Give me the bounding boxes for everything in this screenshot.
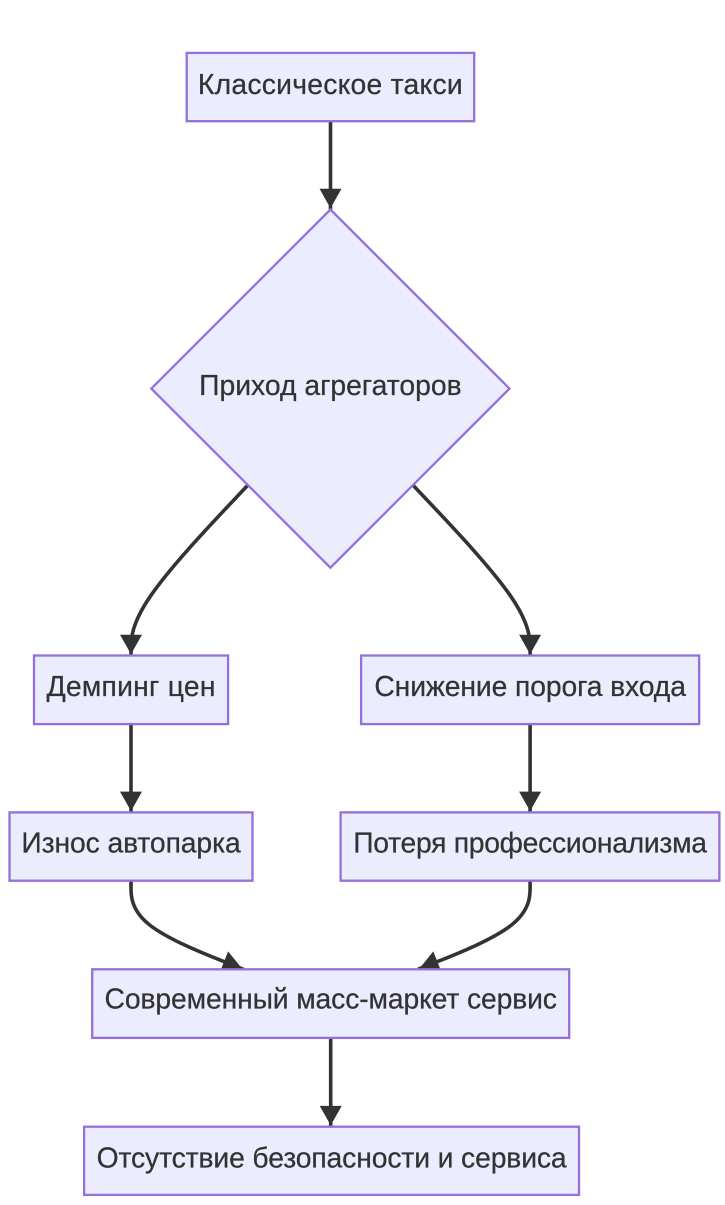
svg-text:Износ автопарка: Износ автопарка [21, 827, 241, 859]
svg-text:Потеря профессионализма: Потеря профессионализма [353, 827, 707, 859]
svg-text:Отсутствие безопасности и серв: Отсутствие безопасности и сервиса [97, 1142, 567, 1174]
svg-text:Современный масс-маркет сервис: Современный масс-маркет сервис [105, 983, 557, 1015]
svg-text:Классическое такси: Классическое такси [198, 68, 463, 100]
svg-text:Приход агрегаторов: Приход агрегаторов [199, 369, 461, 401]
svg-text:Демпинг цен: Демпинг цен [46, 670, 215, 702]
svg-text:Снижение порога входа: Снижение порога входа [374, 670, 686, 702]
